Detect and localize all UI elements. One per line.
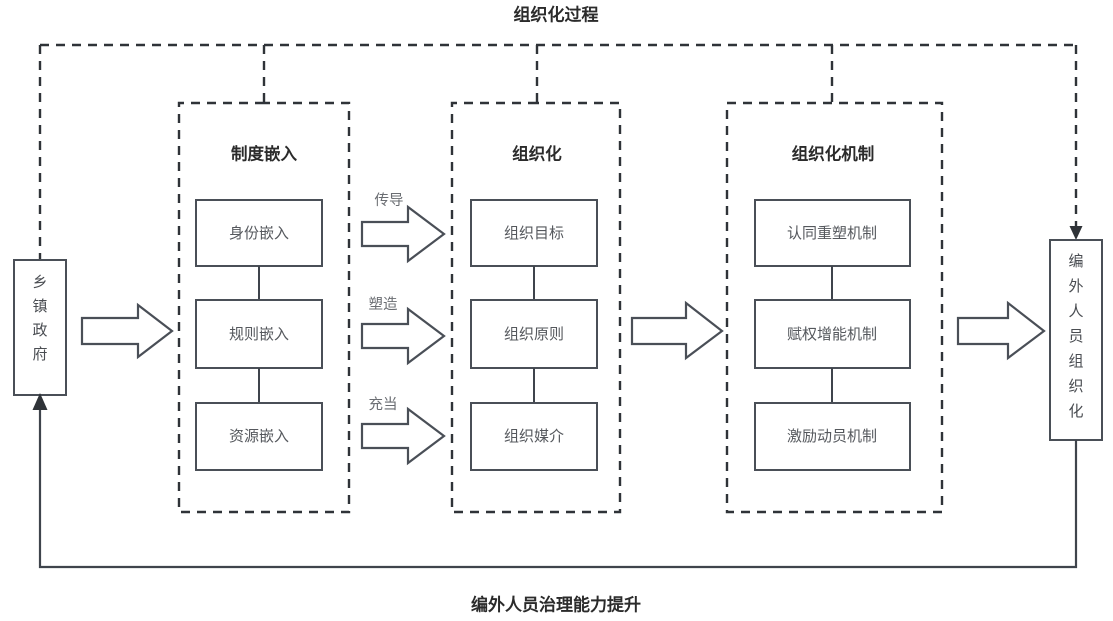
node-box-organization-goal[interactable] (470, 199, 598, 267)
edge-label-transmit: 传导 (375, 192, 404, 209)
node-box-outsourced-staff-organization[interactable] (1049, 239, 1103, 441)
node-box-organization-principle[interactable] (470, 299, 598, 369)
township-government-char-3: 府 (32, 346, 47, 363)
node-label-organization-principle: 组织原则 (504, 326, 564, 343)
group-1-title: 制度嵌入 (231, 143, 298, 163)
node-box-township-government[interactable] (13, 259, 67, 396)
node-box-incentive-mobilization-mechanism[interactable] (754, 402, 911, 471)
target-char-6: 化 (1068, 403, 1083, 420)
feedback-loop (32, 393, 1078, 569)
block-arrow-transmit (360, 204, 446, 264)
group-3-title: 组织化机制 (792, 143, 875, 163)
block-arrow-mechanism-to-target (956, 300, 1046, 361)
node-label-identity-embedding: 身份嵌入 (229, 225, 289, 242)
feedback-arrowhead (32, 393, 48, 410)
outsourced-staff-organization-node[interactable]: 编 外 人 员 组 织 化 (1049, 239, 1103, 441)
feedback-path (38, 407, 1078, 569)
block-arrow-government-to-embedding (80, 302, 174, 360)
target-char-2: 人 (1068, 303, 1083, 320)
group-3-dashed-border (725, 101, 944, 514)
node-label-identity-reshaping-mechanism: 认同重塑机制 (787, 225, 877, 242)
target-char-1: 外 (1068, 278, 1083, 295)
target-char-0: 编 (1068, 253, 1083, 270)
group-2-title: 组织化 (512, 143, 562, 163)
group-organization-mechanism: 组织化机制 认同重塑机制 赋权增能机制 激励动员机制 (725, 101, 944, 514)
node-label-organization-goal: 组织目标 (504, 225, 564, 242)
block-arrow-organization-to-mechanism (630, 300, 724, 361)
node-box-identity-embedding[interactable] (195, 199, 323, 267)
group-1-dashed-border (177, 101, 351, 514)
group-organization: 组织化 组织目标 组织原则 组织媒介 (450, 101, 622, 514)
node-label-incentive-mobilization-mechanism: 激励动员机制 (787, 428, 877, 445)
node-label-rule-embedding: 规则嵌入 (229, 326, 289, 343)
node-box-organization-medium[interactable] (470, 402, 598, 471)
node-box-identity-reshaping-mechanism[interactable] (754, 199, 911, 267)
edge-label-shape: 塑造 (369, 296, 398, 313)
top-dashed-framework (38, 43, 1083, 260)
node-label-resource-embedding: 资源嵌入 (229, 428, 289, 445)
township-government-char-1: 镇 (32, 298, 47, 315)
group-institutional-embedding: 制度嵌入 身份嵌入 规则嵌入 资源嵌入 (177, 101, 351, 514)
edge-label-serve-as: 充当 (369, 396, 398, 413)
target-char-4: 组 (1068, 353, 1083, 370)
block-arrow-serve-as (360, 406, 446, 466)
group-2-dashed-border (450, 101, 622, 514)
township-government-char-2: 政 (32, 322, 47, 339)
dashed-right-arrowhead (1069, 226, 1083, 240)
node-box-resource-embedding[interactable] (195, 402, 323, 471)
bottom-caption: 编外人员治理能力提升 (471, 594, 641, 614)
target-char-5: 织 (1068, 378, 1083, 395)
top-caption: 组织化过程 (514, 4, 599, 24)
township-government-node[interactable]: 乡 镇 政 府 (13, 259, 67, 396)
node-label-empowerment-mechanism: 赋权增能机制 (787, 326, 877, 343)
block-arrow-shape (360, 306, 446, 366)
target-char-3: 员 (1068, 328, 1083, 345)
township-government-char-0: 乡 (32, 274, 47, 291)
node-label-organization-medium: 组织媒介 (504, 428, 564, 445)
